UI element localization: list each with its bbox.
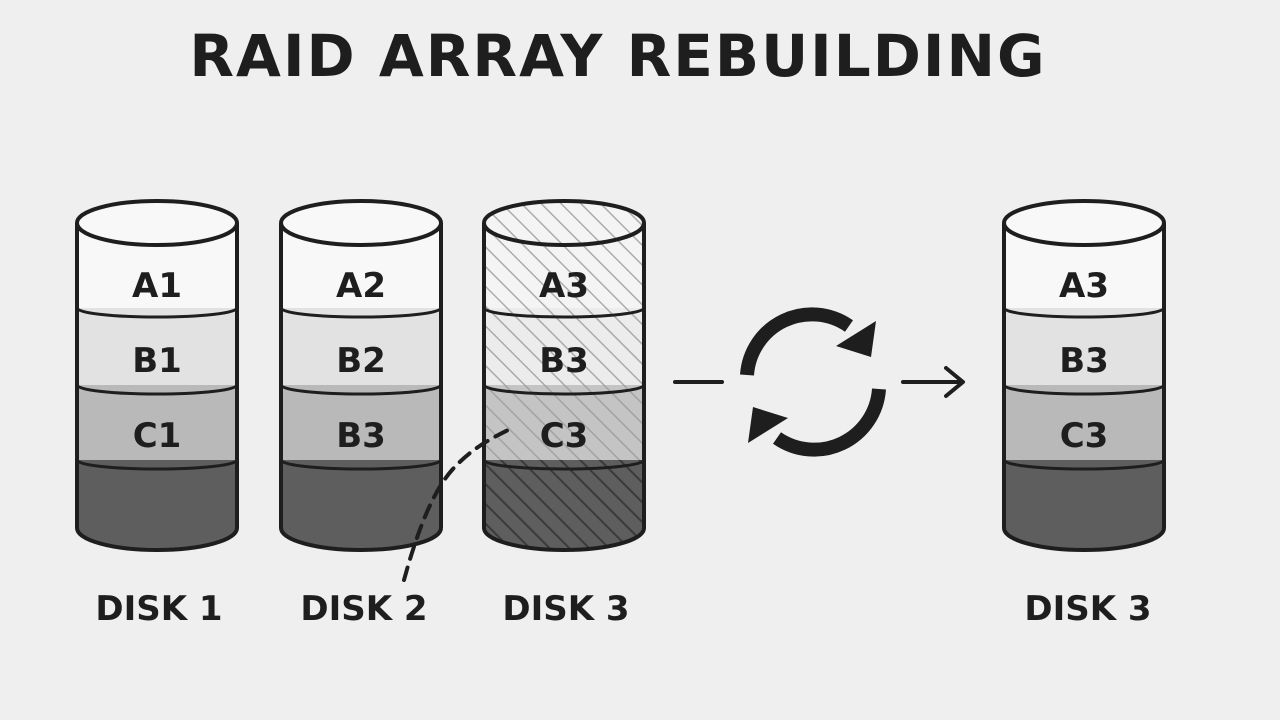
disk-2-label-a: A2: [336, 266, 386, 306]
disk-1-seg-b: [77, 308, 237, 385]
disk-2-label-c: B3: [336, 416, 386, 456]
disk-1-label-c: C1: [133, 416, 182, 456]
disk-1-seg-dark: [77, 460, 237, 550]
disk-2-label-b: B2: [336, 341, 386, 381]
arrow-right-icon: [901, 366, 965, 398]
disk-1: A1 B1 C1 DISK 1: [75, 199, 239, 629]
rebuilt-seg-b: [1004, 308, 1164, 385]
disk-1-seg-c: [77, 385, 237, 460]
disk-1-label-b: B1: [132, 341, 182, 381]
rebuilt-label-b: B3: [1059, 341, 1109, 381]
disk-1-label-a: A1: [132, 266, 182, 306]
disk-3-label-c: C3: [540, 416, 589, 456]
disk-3-label-a: A3: [539, 266, 589, 306]
rebuilt-label-a: A3: [1059, 266, 1109, 306]
rebuilt-seg-c: [1004, 385, 1164, 460]
rebuilt-seg-dark: [1004, 460, 1164, 550]
diagram-title: RAID ARRAY REBUILDING: [189, 22, 1047, 90]
dashed-connector: [402, 428, 510, 582]
disk-3-label-b: B3: [539, 341, 589, 381]
disk-3-label: DISK 3: [502, 589, 629, 629]
disk-2-seg-c: [281, 385, 441, 460]
disk-2-label: DISK 2: [300, 589, 427, 629]
disk-2-seg-dark: [281, 460, 441, 550]
disk-2: A2 B2 B3 DISK 2: [279, 199, 443, 629]
sync-icon: [740, 307, 886, 457]
disk-2-seg-b: [281, 308, 441, 385]
rebuilt-disk-label: DISK 3: [1024, 589, 1151, 629]
disk-1-label: DISK 1: [95, 589, 222, 629]
disk-3-rebuilt: A3 B3 C3 DISK 3: [1002, 199, 1166, 629]
rebuilt-label-c: C3: [1060, 416, 1109, 456]
disk-3-failed: A3 B3 C3 DISK 3: [482, 199, 646, 629]
